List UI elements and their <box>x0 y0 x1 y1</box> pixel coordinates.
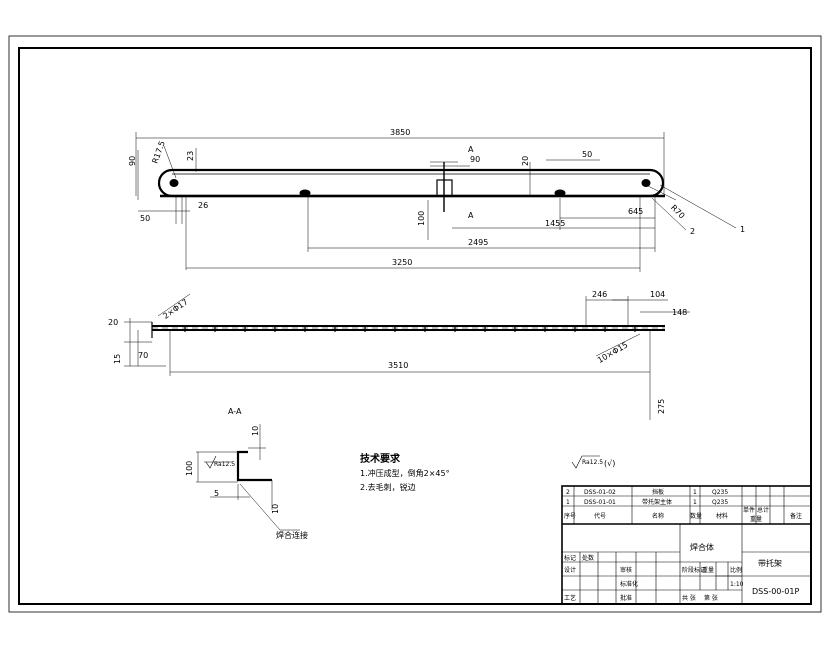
bom-header-code: 代号 <box>594 512 606 520</box>
drawing-title: 带托架 <box>758 558 782 568</box>
bom-header-single: 单件 <box>743 506 755 514</box>
dim-100: 100 <box>417 211 426 226</box>
dim-20: 20 <box>521 156 530 166</box>
tech-title: 技术要求 <box>360 452 401 465</box>
weld-note: 焊合连接 <box>276 530 308 540</box>
tb-label-mark: 标记 <box>564 554 576 562</box>
hole-left <box>169 179 179 187</box>
dim-1455: 1455 <box>545 219 565 228</box>
tb-label-approve: 批准 <box>620 594 632 602</box>
bom-header-remark: 备注 <box>790 512 802 520</box>
section-title: A-A <box>228 407 242 416</box>
leader-2: 2 <box>690 227 695 236</box>
bom-row-2-name: 挡板 <box>652 488 664 496</box>
tb-label-std: 标准化 <box>620 580 638 588</box>
bom-row-1-no: 1 <box>566 499 570 506</box>
section-dim-10-top: 10 <box>251 426 260 436</box>
section-mark-a-top: A <box>468 145 474 154</box>
dim-r175: R17.5 <box>150 140 166 165</box>
part-name: 焊合体 <box>690 542 714 552</box>
dim-3510: 3510 <box>388 361 408 370</box>
dim-50-right: 50 <box>582 150 592 159</box>
section-view-labels: A-A 10 100 Ra12.5 5 10 焊合连接 <box>185 407 308 540</box>
roughness-value: Ra12.5 <box>582 459 603 466</box>
tech-requirements: 技术要求 1.冲压成型，倒角2×45° 2.去毛刺，锐边 <box>360 452 450 492</box>
dim-3850: 3850 <box>390 128 410 137</box>
title-block <box>561 485 812 605</box>
dim-275: 275 <box>657 399 666 414</box>
bom-header-qty: 数量 <box>690 512 702 520</box>
inner-frame <box>18 47 812 605</box>
side-hole-ticks <box>184 327 636 332</box>
dim-90-left: 90 <box>128 156 137 166</box>
bom-header-name: 名称 <box>652 512 664 520</box>
tech-line-2: 2.去毛刺，锐边 <box>360 482 416 492</box>
bom-row-2-code: DSS-01-02 <box>584 489 616 496</box>
title-block-text: 2 DSS-01-02 挡板 1 Q235 1 DSS-01-01 带托架主体 … <box>564 488 802 602</box>
tb-label-zones: 处数 <box>582 554 594 562</box>
dim-10x-phi15: 10×Φ15 <box>596 340 629 364</box>
leader-1: 1 <box>740 225 745 234</box>
roughness-symbol: (√) <box>604 459 615 468</box>
bom-header-weight: 重量 <box>750 515 762 523</box>
dim-104: 104 <box>650 290 665 299</box>
tb-sheets: 共 张 <box>682 594 696 602</box>
bom-header-material: 材料 <box>716 512 728 520</box>
side-view-labels: 2×Φ17 20 15 70 246 104 148 10×Φ15 3510 2… <box>108 290 687 414</box>
section-dim-5: 5 <box>214 489 219 498</box>
bom-row-1-material: Q235 <box>712 499 728 506</box>
dim-50-left: 50 <box>140 214 150 223</box>
outer-frame <box>8 35 822 613</box>
dim-246: 246 <box>592 290 607 299</box>
dim-r70: R70 <box>669 203 687 221</box>
dim-148: 148 <box>672 308 687 317</box>
tb-sheet: 第 张 <box>704 594 718 602</box>
tb-scale-value: 1:10 <box>730 581 744 588</box>
tb-label-stage: 阶段标记 <box>682 566 706 574</box>
bom-row-1-name: 带托架主体 <box>642 498 672 506</box>
bom-row-1-qty: 1 <box>693 499 697 506</box>
dim-23: 23 <box>186 151 195 161</box>
tb-label-check: 审核 <box>620 566 632 574</box>
dim-90-mid: 90 <box>470 155 480 164</box>
tb-label-weight: 重量 <box>702 566 714 574</box>
dim-26: 26 <box>198 201 208 210</box>
section-profile <box>236 450 272 482</box>
dim-side-15: 15 <box>113 354 122 364</box>
section-mark-a-bottom: A <box>468 211 474 220</box>
bom-row-2-qty: 1 <box>693 489 697 496</box>
dim-2495: 2495 <box>468 238 488 247</box>
bom-header-no: 序号 <box>564 512 576 520</box>
section-roughness: Ra12.5 <box>214 461 235 468</box>
tb-label-scale: 比例 <box>730 566 742 574</box>
tb-label-process: 工艺 <box>564 594 576 602</box>
dim-3250: 3250 <box>392 258 412 267</box>
bom-row-2-material: Q235 <box>712 489 728 496</box>
dim-645: 645 <box>628 207 643 216</box>
section-dim-10-bottom: 10 <box>271 504 280 514</box>
main-view <box>135 132 737 272</box>
drawing-number: DSS-00-01P <box>752 587 799 596</box>
main-view-labels: 3850 R17.5 90 23 50 26 A 90 A 100 20 50 … <box>128 128 745 267</box>
bom-row-2-no: 2 <box>566 489 570 496</box>
side-view <box>124 293 690 420</box>
dim-2x-phi17: 2×Φ17 <box>161 297 189 321</box>
dim-side-70: 70 <box>138 351 148 360</box>
roughness-note: Ra12.5 (√) <box>571 455 615 469</box>
hole-right <box>641 179 651 187</box>
tb-label-design: 设计 <box>564 566 576 574</box>
dim-side-20: 20 <box>108 318 118 327</box>
bom-header-total: 总计 <box>757 506 769 514</box>
bom-row-1-code: DSS-01-01 <box>584 499 616 506</box>
tech-line-1: 1.冲压成型，倒角2×45° <box>360 468 450 478</box>
section-view <box>196 424 300 531</box>
section-dim-100: 100 <box>185 461 194 476</box>
